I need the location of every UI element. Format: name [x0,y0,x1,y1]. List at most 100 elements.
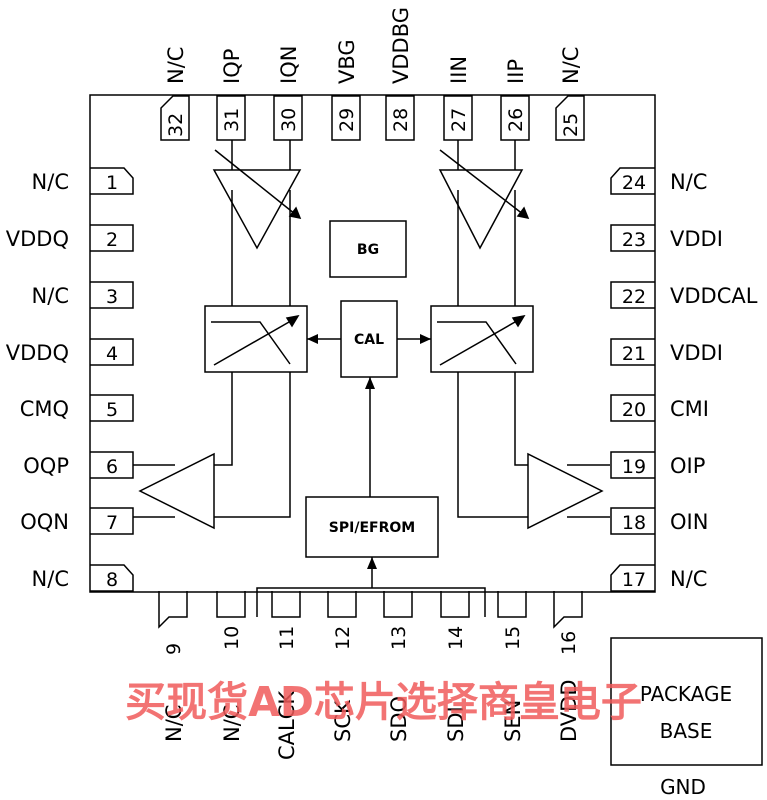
pin-number: 27 [448,108,470,132]
pin-number: 16 [558,631,580,655]
pin-number: 29 [336,108,358,132]
pin-box-top [216,95,246,141]
pin-number: 28 [390,108,412,132]
pin-number: 11 [276,626,298,650]
pin-number: 17 [622,569,646,591]
pin-label: N/C [670,567,707,591]
pin-box-top [443,95,473,141]
bg-block [329,220,407,278]
package-label: PACKAGE [640,682,732,706]
pin-number: 18 [622,512,646,534]
pins-bottom: 9N/C10N/C11CALCK12SCK13SDO14SDI15SEN16DV… [158,591,583,760]
pin-label: IQP [220,49,244,84]
watermark: 买现货AD芯片选择商皇电子 [125,678,642,726]
pin-box-bottom [216,591,246,618]
pin-number: 26 [505,108,527,132]
pin-label: N/C [32,170,69,194]
amp-i-triangle [438,169,524,250]
pin-label: VDDI [670,341,723,365]
pin-label: VDDCAL [670,284,758,308]
out-amp-i-triangle [527,452,604,530]
pin-label: SDI [444,706,468,742]
pin-number: 32 [165,113,187,137]
pin-number: 20 [622,399,646,421]
pin-box-left [90,564,134,592]
pin-number: 8 [106,569,118,591]
pin-number: 4 [106,343,118,365]
pin-number: 3 [106,286,118,308]
pin-label: CALCK [275,690,299,760]
pin-label: CMQ [20,397,69,421]
pin-box-right [610,281,655,309]
pin-box-right [610,507,655,535]
pin-number: 6 [106,456,118,478]
pin-box-bottom [271,591,301,618]
pin-number: 2 [106,229,118,251]
pin-label: IIN [447,56,471,84]
pin-label: VBG [335,39,359,84]
pin-label: SCK [331,699,355,742]
pin-label: OIN [670,510,708,534]
pin-box-left [90,167,134,195]
gnd-label: GND [660,775,706,799]
bg-label: BG [357,242,379,258]
pin-number: 15 [502,626,524,650]
pin-label: N/C [162,705,186,742]
pin-number: 31 [221,108,243,132]
pin-number: 9 [163,643,185,655]
pin-label: VDDQ [6,227,69,251]
pin-label: N/C [559,47,583,84]
pin-box-top [331,95,361,141]
pin-label: OQN [20,510,69,534]
pin-box-top [160,95,190,141]
amp-q-arrow [214,149,301,219]
pin-label: N/C [164,47,188,84]
pin-box-bottom [440,591,470,618]
spi-efrom-label: SPI/EFROM [329,520,415,536]
base-label: BASE [660,719,713,743]
pin-number: 19 [622,456,646,478]
pin-label: OQP [23,454,69,478]
amp-i-arrow [439,149,529,219]
pin-box-top [273,95,303,141]
out-amp-q-triangle [138,452,215,530]
pin-box-left [90,507,134,535]
cal-label: CAL [354,332,384,348]
pin-label: IIP [504,59,528,84]
package-base-box [610,637,763,766]
pin-number: 24 [622,172,646,194]
pin-number: 25 [560,113,582,137]
chip-body [89,94,656,593]
pin-label: N/C [32,567,69,591]
pin-number: 7 [106,512,118,534]
pin-label: N/C [220,705,244,742]
pin-label: DVDD [557,679,581,742]
pin-label: SEN [501,700,525,742]
pin-label: N/C [32,284,69,308]
pin-box-right [610,394,655,422]
pin-box-right [610,451,655,479]
pin-box-right [610,338,655,366]
pin-label: IQN [277,46,301,84]
pin-number: 10 [221,626,243,650]
pin-box-right [610,224,655,252]
pin-box-left [90,394,134,422]
pin-number: 13 [388,626,410,650]
pin-box-left [90,338,134,366]
pin-box-top [500,95,530,141]
pin-box-left [90,224,134,252]
pin-box-right [610,167,655,195]
pin-box-left [90,281,134,309]
pin-box-bottom [553,591,583,629]
pin-number: 12 [332,626,354,650]
pin-number: 14 [445,626,467,650]
pin-label: VDDI [670,227,723,251]
pin-label: CMI [670,397,709,421]
pin-number: 21 [622,343,646,365]
pin-label: N/C [670,170,707,194]
pin-box-top [385,95,415,141]
pin-box-bottom [497,591,527,618]
pin-box-right [610,564,655,592]
